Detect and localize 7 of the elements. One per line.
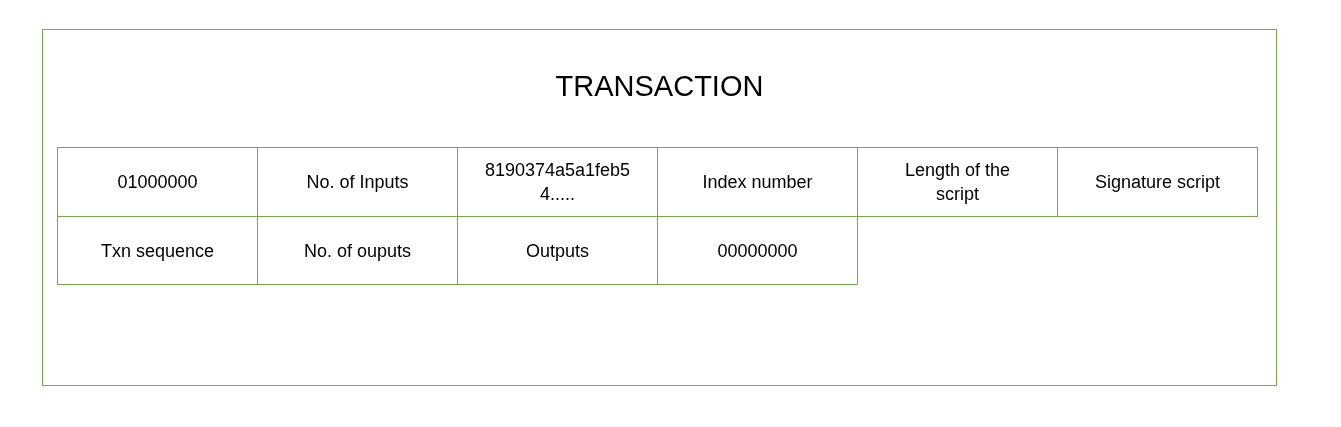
table-cell: Txn sequence [57, 216, 258, 285]
title-text: TRANSACTION [555, 69, 764, 103]
table-cell: 00000000 [657, 216, 858, 285]
outer-frame [42, 29, 1277, 386]
table-cell: Length of the script [857, 147, 1058, 217]
table-cell: Signature script [1057, 147, 1258, 217]
table-cell: 01000000 [57, 147, 258, 217]
